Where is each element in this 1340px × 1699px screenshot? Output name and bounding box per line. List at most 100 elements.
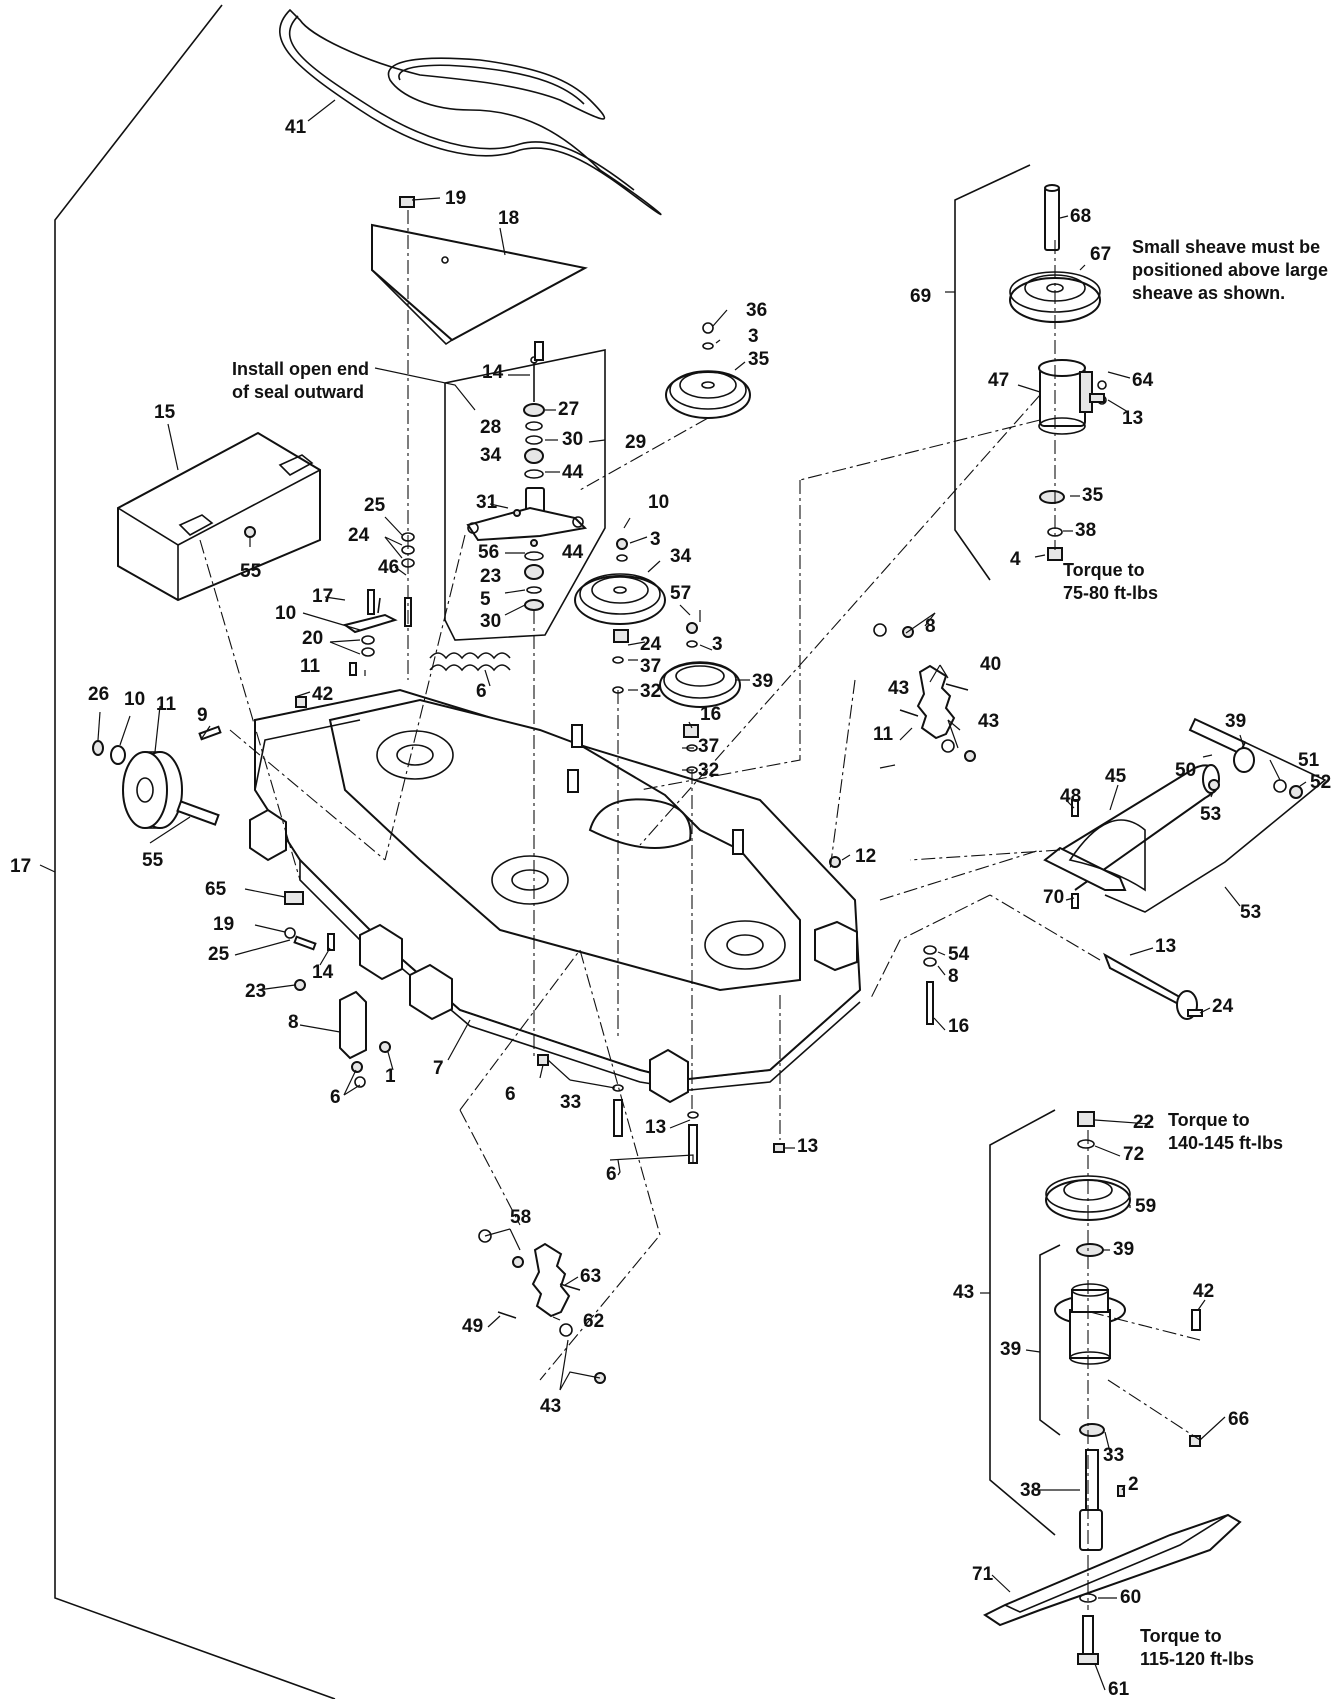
callout: 31: [476, 492, 498, 513]
spindle-shaft-2: [1079, 1449, 1103, 1551]
callout: 43: [953, 1282, 974, 1303]
callout: 34: [670, 546, 692, 567]
callout: 63: [580, 1266, 601, 1287]
callout: 68: [1070, 206, 1091, 227]
note-torque-140-line2: 140-145 ft-lbs: [1168, 1133, 1283, 1153]
callout: 43: [888, 678, 909, 699]
callout: 41: [285, 117, 307, 138]
callout: 11: [300, 656, 321, 677]
callout: 1: [385, 1066, 396, 1087]
seal-63: [1076, 1243, 1104, 1257]
note-sheave-line2: positioned above large: [1132, 260, 1328, 280]
callout: 10: [124, 689, 145, 710]
idler-arm-assembly-29-outline: [444, 349, 606, 641]
callout: 6: [476, 681, 487, 702]
bearing-38-upper: [1039, 490, 1065, 504]
callout: 25: [364, 495, 386, 516]
callout: 42: [1193, 1281, 1214, 1302]
callout: 72: [1123, 1144, 1144, 1165]
callout: 36: [746, 300, 767, 321]
callout: 5: [480, 589, 491, 610]
bearing-38-lower: [1079, 1423, 1105, 1437]
callout: 16: [700, 704, 721, 725]
spring-26: [429, 652, 511, 672]
leader-lines: [39, 99, 1307, 1691]
callout: 9: [197, 705, 208, 726]
note-seal-line2: of seal outward: [232, 382, 364, 402]
callout: 54: [948, 944, 970, 965]
assembly-65-bracket: [1104, 739, 1327, 913]
callout: 15: [154, 402, 176, 423]
callout: 22: [1133, 1112, 1154, 1133]
callout: 8: [288, 1012, 299, 1033]
roller-54: [1103, 952, 1198, 1020]
callout: 39: [1225, 711, 1246, 732]
callout: 10: [648, 492, 669, 513]
nut-33-spindle: [1189, 1435, 1201, 1447]
callout: 44: [562, 542, 584, 563]
pulley-35-lower: [574, 538, 666, 694]
assembly-69-bracket: [954, 164, 1031, 581]
callout: 23: [480, 566, 501, 587]
assembly-62-bracket: [989, 1109, 1056, 1536]
note-torque-115-line2: 115-120 ft-lbs: [1140, 1649, 1254, 1669]
callout: 3: [712, 634, 723, 655]
callout: 19: [445, 188, 466, 209]
washer-59: [1077, 1139, 1095, 1149]
callout: 52: [1310, 772, 1331, 793]
pulley-35-upper: [665, 322, 751, 419]
callout: 55: [240, 561, 262, 582]
callout: 11: [873, 724, 894, 745]
callout: 30: [562, 429, 583, 450]
callout: 60: [1120, 1587, 1141, 1608]
callout: 40: [980, 654, 1001, 675]
callout: 29: [625, 432, 646, 453]
callout: 49: [462, 1316, 483, 1337]
belt-shield-15: [117, 431, 321, 602]
callout: 18: [498, 208, 519, 229]
callout: 42: [312, 684, 333, 705]
note-torque-115-line1: Torque to: [1140, 1626, 1222, 1646]
bolt-51-spring-50: [1188, 717, 1303, 799]
callout: 44: [562, 462, 584, 483]
callout: 55: [142, 850, 164, 871]
key-71: [1117, 1485, 1125, 1497]
nut-72: [1077, 1111, 1095, 1127]
callout: 37: [640, 656, 661, 677]
callout: 67: [1090, 244, 1111, 265]
callout: 23: [245, 981, 266, 1002]
axle-bolt-12: [176, 800, 220, 826]
callout: 17: [10, 856, 31, 877]
callout: 48: [1060, 786, 1081, 807]
callout: 56: [478, 542, 499, 563]
spindle-housing-47: [1038, 359, 1107, 435]
callout: 39: [752, 671, 773, 692]
callout: 58: [510, 1207, 531, 1228]
callout: 69: [910, 286, 931, 307]
shaft-68: [1044, 184, 1060, 251]
callout: 57: [670, 583, 691, 604]
roller-48: [1043, 764, 1220, 892]
note-torque-75-line2: 75-80 ft-lbs: [1063, 583, 1158, 603]
callout: 38: [1075, 520, 1096, 541]
bolt-49: [1191, 1309, 1201, 1331]
callout: 62: [583, 1311, 604, 1332]
callout: 43: [978, 711, 999, 732]
callout: 19: [213, 914, 234, 935]
callout: 35: [1082, 485, 1104, 506]
callout: 39: [1000, 1339, 1021, 1360]
callout: 17: [312, 586, 333, 607]
callout: 45: [1105, 766, 1127, 787]
callout: 3: [650, 529, 661, 550]
note-torque-140-line1: Torque to: [1168, 1110, 1250, 1130]
callout: 27: [558, 399, 579, 420]
baffle-20: [342, 597, 398, 634]
callout: 13: [645, 1117, 666, 1138]
callout: 51: [1298, 750, 1320, 771]
callout: 37: [698, 736, 719, 757]
callout: 24: [640, 634, 662, 655]
callout: 30: [480, 611, 501, 632]
bracket-7: [339, 990, 367, 1060]
callout: 14: [482, 362, 504, 383]
